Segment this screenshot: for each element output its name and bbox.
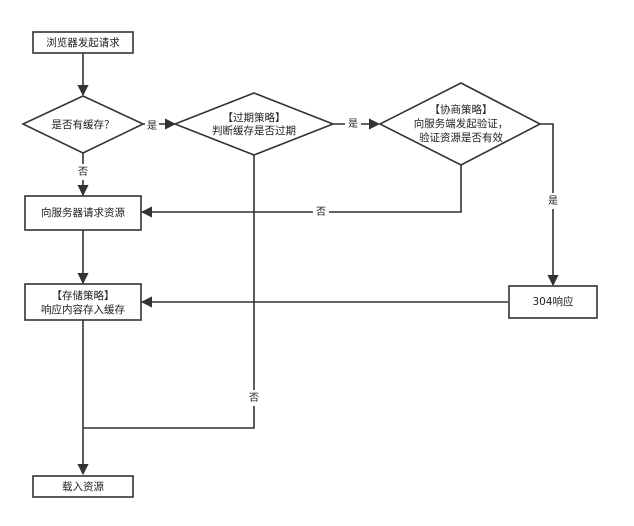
node-request-server: 向服务器请求资源 [24,195,142,231]
label-expire-yes: 是 [348,118,358,130]
node-store-policy-line-2: 响应内容存入缓存 [41,303,125,316]
edge-negotiate-no [140,165,462,218]
svg-text:【存储策略】: 【存储策略】 [52,289,115,302]
svg-text:载入资源: 载入资源 [62,480,104,493]
node-negotiate-line-1: 【协商策略】 [430,103,493,116]
svg-text:是否有缓存？: 是否有缓存？ [52,118,115,131]
label-cache-yes: 是 [147,120,157,132]
node-negotiate-line-3: 验证资源是否有效 [419,131,503,144]
node-expire-check-line-1: 【过期策略】 [223,111,286,124]
node-load-resource: 载入资源 [32,475,134,498]
svg-text:向服务端发起验证，: 向服务端发起验证， [414,117,509,130]
label-negotiate-yes: 是 [548,195,558,207]
node-start-line-1: 浏览器发起请求 [46,36,120,49]
node-has-cache-line-1: 是否有缓存？ [52,118,115,131]
node-start: 浏览器发起请求 [32,31,134,54]
svg-text:【协商策略】: 【协商策略】 [430,103,493,116]
node-has-cache: 是否有缓存？ [21,95,145,154]
node-expire-check-line-2: 判断缓存是否过期 [212,124,296,137]
node-negotiate-line-2: 向服务端发起验证， [414,117,509,130]
svg-text:向服务器请求资源: 向服务器请求资源 [41,206,125,219]
svg-text:浏览器发起请求: 浏览器发起请求 [46,36,120,49]
svg-text:响应内容存入缓存: 响应内容存入缓存 [41,303,125,316]
node-negotiate-check: 【协商策略】 向服务端发起验证， 验证资源是否有效 [378,82,542,166]
svg-text:判断缓存是否过期: 判断缓存是否过期 [212,124,296,137]
edge-expire-no [83,155,255,429]
node-304-response: 304响应 [508,285,598,319]
edge-negotiate-yes [540,123,559,287]
label-negotiate-no: 否 [316,206,326,218]
node-304-response-line-1: 304响应 [532,295,574,308]
node-load-resource-line-1: 载入资源 [62,480,104,493]
label-expire-no: 否 [249,392,259,404]
node-expire-check: 【过期策略】 判断缓存是否过期 [172,92,336,156]
svg-text:304响应: 304响应 [532,295,574,308]
label-cache-no: 否 [78,166,88,178]
svg-text:【过期策略】: 【过期策略】 [223,111,286,124]
svg-text:验证资源是否有效: 验证资源是否有效 [419,131,503,144]
node-store-policy-line-1: 【存储策略】 [52,289,115,302]
node-store-policy: 【存储策略】 响应内容存入缓存 [24,283,142,321]
node-request-server-line-1: 向服务器请求资源 [41,206,125,219]
